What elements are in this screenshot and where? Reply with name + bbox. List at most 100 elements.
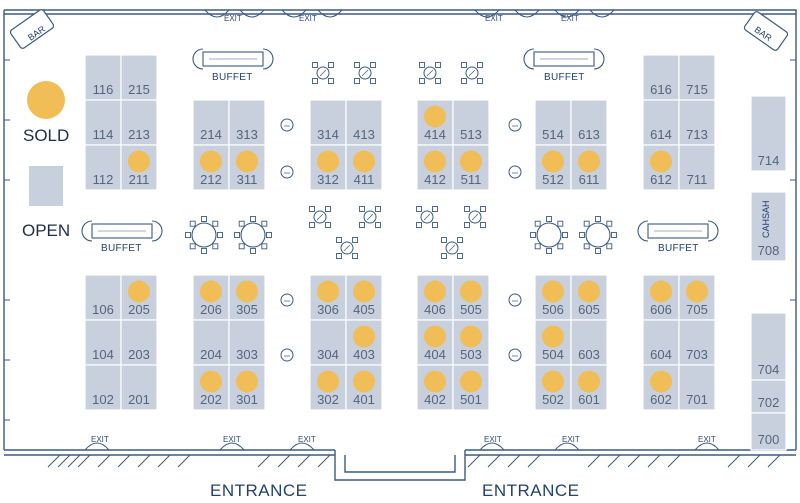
booth-304[interactable]: 304 bbox=[309, 319, 347, 366]
booth-412[interactable]: 412 bbox=[416, 144, 454, 191]
booth-112[interactable]: 112 bbox=[84, 144, 122, 191]
booth-number: 412 bbox=[424, 172, 446, 187]
booth-406[interactable]: 406 bbox=[416, 274, 454, 321]
top-exits: EXIT EXIT EXIT EXIT bbox=[204, 9, 615, 23]
booth-602[interactable]: 602 bbox=[642, 364, 680, 411]
booth-405[interactable]: 405 bbox=[345, 274, 383, 321]
booth-504[interactable]: 504 bbox=[534, 319, 572, 366]
booth-700[interactable]: 700 bbox=[750, 412, 787, 451]
booth-715[interactable]: 715 bbox=[678, 54, 716, 101]
legend-open-label: OPEN bbox=[22, 221, 70, 240]
booth-612[interactable]: 612 bbox=[642, 144, 680, 191]
booth-514[interactable]: 514 bbox=[534, 99, 572, 146]
booth-506[interactable]: 506 bbox=[534, 274, 572, 321]
booth-cell bbox=[120, 364, 158, 411]
booth-305[interactable]: 305 bbox=[228, 274, 266, 321]
booth-number: 616 bbox=[650, 82, 672, 97]
sold-marker bbox=[542, 325, 564, 348]
booth-114[interactable]: 114 bbox=[84, 99, 122, 146]
booth-number: 700 bbox=[758, 432, 780, 447]
booth-205[interactable]: 205 bbox=[120, 274, 158, 321]
booth-312[interactable]: 312 bbox=[309, 144, 347, 191]
cocktail-table bbox=[441, 237, 463, 259]
booth-311[interactable]: 311 bbox=[228, 144, 266, 191]
booth-314[interactable]: 314 bbox=[309, 99, 347, 146]
booth-106[interactable]: 106 bbox=[84, 274, 122, 321]
booth-number: 611 bbox=[579, 172, 600, 187]
booth-206[interactable]: 206 bbox=[192, 274, 230, 321]
booth-402[interactable]: 402 bbox=[416, 364, 454, 411]
booth-502[interactable]: 502 bbox=[534, 364, 572, 411]
booth-704[interactable]: 704 bbox=[750, 312, 787, 381]
high-top-table bbox=[508, 348, 522, 362]
booth-606[interactable]: 606 bbox=[642, 274, 680, 321]
booth-403[interactable]: 403 bbox=[345, 319, 383, 366]
booth-702[interactable]: 702 bbox=[750, 379, 787, 414]
booth-708[interactable]: 708 bbox=[750, 191, 787, 262]
booth-cell bbox=[678, 54, 716, 101]
booth-213[interactable]: 213 bbox=[120, 99, 158, 146]
sold-marker bbox=[128, 280, 150, 303]
booth-413[interactable]: 413 bbox=[345, 99, 383, 146]
booth-513[interactable]: 513 bbox=[452, 99, 490, 146]
high-top-table bbox=[508, 118, 522, 132]
booth-204[interactable]: 204 bbox=[192, 319, 230, 366]
booth-203[interactable]: 203 bbox=[120, 319, 158, 366]
booth-302[interactable]: 302 bbox=[309, 364, 347, 411]
booth-104[interactable]: 104 bbox=[84, 319, 122, 366]
booth-313[interactable]: 313 bbox=[228, 99, 266, 146]
booth-215[interactable]: 215 bbox=[120, 54, 158, 101]
booth-605[interactable]: 605 bbox=[570, 274, 608, 321]
booth-701[interactable]: 701 bbox=[678, 364, 716, 411]
booth-number: 603 bbox=[578, 347, 600, 362]
booth-number: 403 bbox=[353, 347, 375, 362]
booth-601[interactable]: 601 bbox=[570, 364, 608, 411]
booth-713[interactable]: 713 bbox=[678, 99, 716, 146]
booth-cell bbox=[228, 319, 266, 366]
booth-number: 306 bbox=[317, 302, 339, 317]
booth-503[interactable]: 503 bbox=[452, 319, 490, 366]
booth-611[interactable]: 611 bbox=[570, 144, 608, 191]
booth-511[interactable]: 511 bbox=[452, 144, 490, 191]
booth-214[interactable]: 214 bbox=[192, 99, 230, 146]
booth-505[interactable]: 505 bbox=[452, 274, 490, 321]
booth-202[interactable]: 202 bbox=[192, 364, 230, 411]
booth-number: 312 bbox=[317, 172, 339, 187]
booth-number: 215 bbox=[128, 82, 150, 97]
booth-613[interactable]: 613 bbox=[570, 99, 608, 146]
booth-411[interactable]: 411 bbox=[345, 144, 383, 191]
booth-number: 211 bbox=[129, 172, 150, 187]
booth-116[interactable]: 116 bbox=[84, 54, 122, 101]
booth-number: 404 bbox=[424, 347, 446, 362]
exit-label: EXIT bbox=[698, 435, 716, 444]
booth-616[interactable]: 616 bbox=[642, 54, 680, 101]
booth-604[interactable]: 604 bbox=[642, 319, 680, 366]
booth-401[interactable]: 401 bbox=[345, 364, 383, 411]
booth-number: 612 bbox=[650, 172, 672, 187]
booth-number: 202 bbox=[200, 392, 222, 407]
sold-marker bbox=[128, 150, 150, 173]
booth-306[interactable]: 306 bbox=[309, 274, 347, 321]
booth-number: 503 bbox=[460, 347, 482, 362]
booth-603[interactable]: 603 bbox=[570, 319, 608, 366]
sold-marker bbox=[578, 370, 600, 393]
booth-cell bbox=[678, 364, 716, 411]
booth-201[interactable]: 201 bbox=[120, 364, 158, 411]
booth-714[interactable]: 714 bbox=[750, 95, 787, 172]
booth-404[interactable]: 404 bbox=[416, 319, 454, 366]
sold-marker bbox=[460, 370, 482, 393]
booth-211[interactable]: 211 bbox=[120, 144, 158, 191]
booth-703[interactable]: 703 bbox=[678, 319, 716, 366]
booth-705[interactable]: 705 bbox=[678, 274, 716, 321]
booth-212[interactable]: 212 bbox=[192, 144, 230, 191]
booth-501[interactable]: 501 bbox=[452, 364, 490, 411]
booth-414[interactable]: 414 bbox=[416, 99, 454, 146]
booth-512[interactable]: 512 bbox=[534, 144, 572, 191]
booth-303[interactable]: 303 bbox=[228, 319, 266, 366]
booth-301[interactable]: 301 bbox=[228, 364, 266, 411]
exit-label: EXIT bbox=[562, 435, 580, 444]
booth-102[interactable]: 102 bbox=[84, 364, 122, 411]
booth-614[interactable]: 614 bbox=[642, 99, 680, 146]
booth-711[interactable]: 711 bbox=[678, 144, 716, 191]
